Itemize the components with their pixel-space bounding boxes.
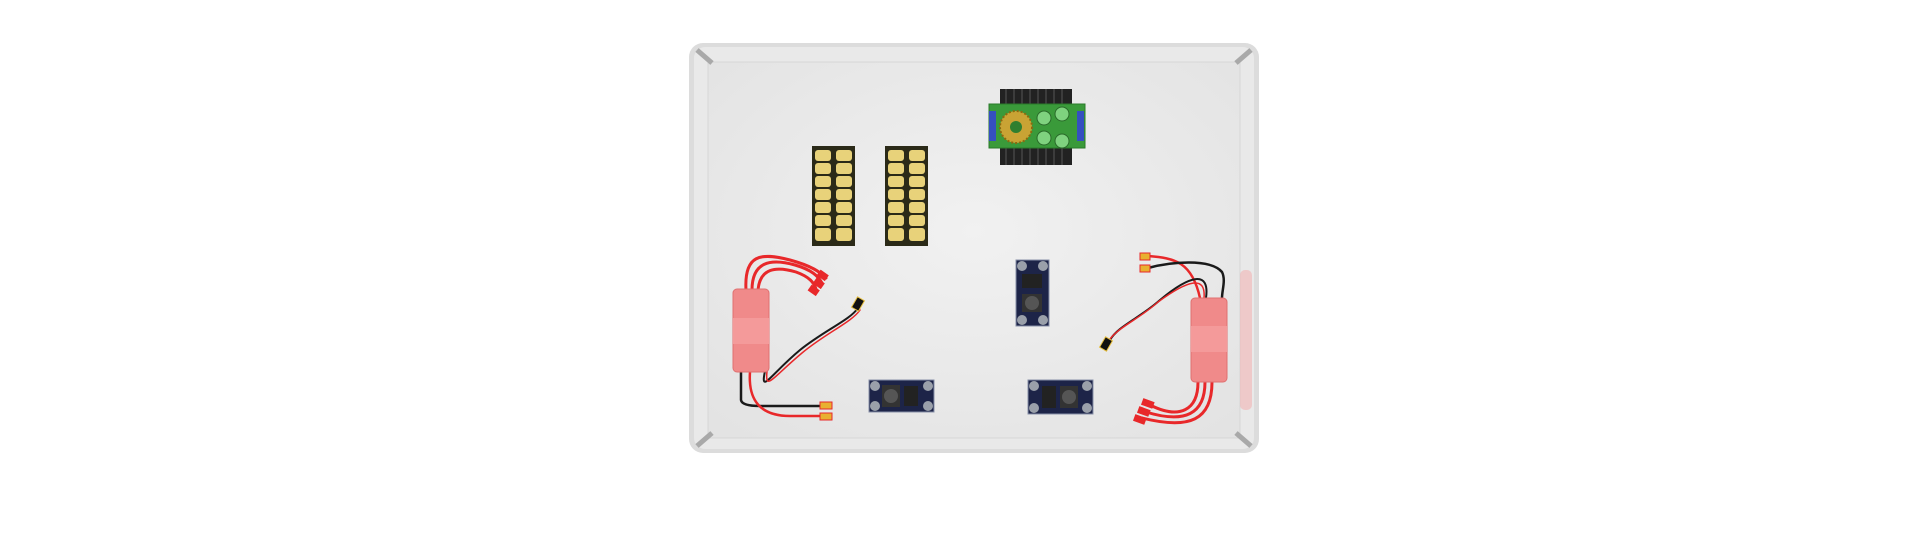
buck-converter [988,89,1086,165]
step-down-module [1015,259,1050,327]
esc [1098,252,1228,425]
step-down-module [868,379,935,413]
tray [689,43,1259,453]
step-down-module [1027,379,1094,415]
esc [732,254,866,421]
terminal-block [812,146,855,246]
terminal-block [885,146,928,246]
esc-reflection [1240,270,1252,410]
